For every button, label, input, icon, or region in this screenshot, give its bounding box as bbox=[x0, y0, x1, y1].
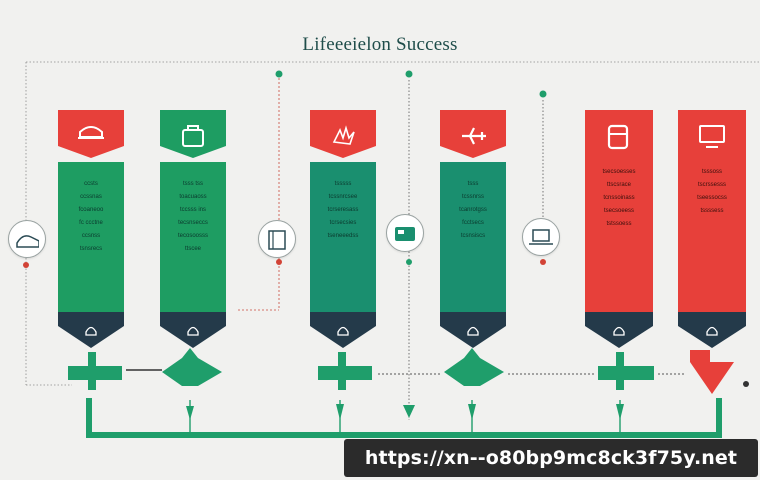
stage-line: ccsnss bbox=[81, 233, 101, 239]
stage-body: tsecsoesses ttscsrace tcnssoinass tsecsoees… bbox=[585, 110, 653, 312]
radio-icon bbox=[395, 227, 415, 241]
stage-line: toacuaoss bbox=[179, 194, 207, 200]
stage-footer bbox=[160, 312, 226, 350]
stage-line: tsss tss bbox=[182, 181, 203, 187]
stage-line: tcsnsiscs bbox=[460, 233, 486, 239]
stage-footer bbox=[678, 312, 746, 350]
hands-icon bbox=[310, 110, 376, 158]
monitor-icon bbox=[678, 112, 746, 165]
stage-line: ccsts bbox=[84, 181, 98, 187]
stage-line: ccssnas bbox=[80, 194, 102, 200]
person-icon bbox=[613, 326, 625, 336]
stage-line: fcctsecs bbox=[462, 220, 484, 226]
helmet-icon bbox=[58, 110, 124, 158]
stage-footer bbox=[58, 312, 124, 350]
stage-body: tsss tss toacuaoss tccsss ins tecsnseccs tec… bbox=[160, 162, 226, 312]
stage-line: tsssoss bbox=[701, 169, 722, 175]
stage-line: tcanrotgss bbox=[459, 207, 487, 213]
stage-header bbox=[160, 110, 226, 158]
stage-line: tsecsoeess bbox=[603, 208, 634, 214]
stage-line: tcrseresass bbox=[327, 207, 359, 213]
phone-icon bbox=[585, 112, 653, 165]
laptop-icon bbox=[529, 229, 553, 245]
stage-text: tsssoss tscrssesss tseessocss tssssess bbox=[684, 168, 740, 220]
stage-line: tcssnrss bbox=[461, 194, 484, 200]
stage-line: tseessocss bbox=[697, 195, 727, 201]
stage-body: tsssoss tscrssesss tseessocss tssssess bbox=[678, 110, 746, 312]
stage-footer bbox=[585, 312, 653, 350]
person-icon bbox=[337, 326, 349, 336]
person-icon bbox=[706, 326, 718, 336]
stage-header bbox=[58, 110, 124, 158]
person-icon bbox=[187, 326, 199, 336]
watermark-url: https://xn--o80bp9mc8ck3f75y.net bbox=[344, 439, 758, 477]
stage-body: tsssss tcssnrcsee tcrseresass tcrsecsies tse… bbox=[310, 162, 376, 312]
stage-line: tccsss ins bbox=[179, 207, 206, 213]
stage-line: tcssnrcsee bbox=[328, 194, 358, 200]
milestone-circle bbox=[258, 220, 296, 258]
stage-line: tstssoess bbox=[606, 221, 632, 227]
stage-footer bbox=[440, 312, 506, 350]
stage-text: tsss tcssnrss tcanrotgss fcctsecs tcsnsiscs bbox=[446, 180, 500, 245]
stage-line: tseneeedss bbox=[327, 233, 359, 239]
milestone-circle bbox=[522, 218, 560, 256]
diagram-title: Lifeeeielon Success bbox=[302, 34, 458, 55]
stage-line: tscrssesss bbox=[697, 182, 726, 188]
notebook-icon bbox=[268, 230, 286, 250]
stage-line: tcrsecsies bbox=[329, 220, 357, 226]
stage-text: tsssss tcssnrcsee tcrseresass tcrsecsies tse… bbox=[316, 180, 370, 245]
stage-line: fc ccctne bbox=[79, 220, 103, 226]
stage-line: tecosoosss bbox=[177, 233, 208, 239]
person-icon bbox=[85, 326, 97, 336]
stage-footer bbox=[310, 312, 376, 350]
stage-header bbox=[310, 110, 376, 158]
stage-text: tsss tss toacuaoss tccsss ins tecsnseccs tec… bbox=[166, 180, 220, 258]
milestone-circle bbox=[386, 214, 424, 252]
stage-line: ttscsrace bbox=[606, 182, 631, 188]
stage-line: tecsnseccs bbox=[178, 220, 208, 226]
shoe-icon bbox=[16, 235, 39, 248]
stage-line: tcnssoinass bbox=[603, 195, 635, 201]
stage-line: fcoaneoo bbox=[78, 207, 104, 213]
bag-icon bbox=[160, 110, 226, 158]
stage-header bbox=[440, 110, 506, 158]
stage-line: tsecsoesses bbox=[602, 169, 636, 175]
stage-line: ttscee bbox=[184, 246, 201, 252]
stage-line: tssssess bbox=[700, 208, 724, 214]
plane-icon bbox=[440, 110, 506, 158]
stage-line: tsss bbox=[467, 181, 479, 187]
stage-line: tsnsrecs bbox=[79, 246, 103, 252]
person-icon bbox=[467, 326, 479, 336]
milestone-circle bbox=[8, 220, 46, 258]
stage-text: ccsts ccssnas fcoaneoo fc ccctne ccsnss tsnsr… bbox=[64, 180, 118, 258]
stage-text: tsecsoesses ttscsrace tcnssoinass tsecsoees… bbox=[591, 168, 647, 233]
stage-line: tsssss bbox=[334, 181, 352, 187]
stage-body: tsss tcssnrss tcanrotgss fcctsecs tcsnsiscs bbox=[440, 162, 506, 312]
stage-body: ccsts ccssnas fcoaneoo fc ccctne ccsnss tsnsr… bbox=[58, 162, 124, 312]
